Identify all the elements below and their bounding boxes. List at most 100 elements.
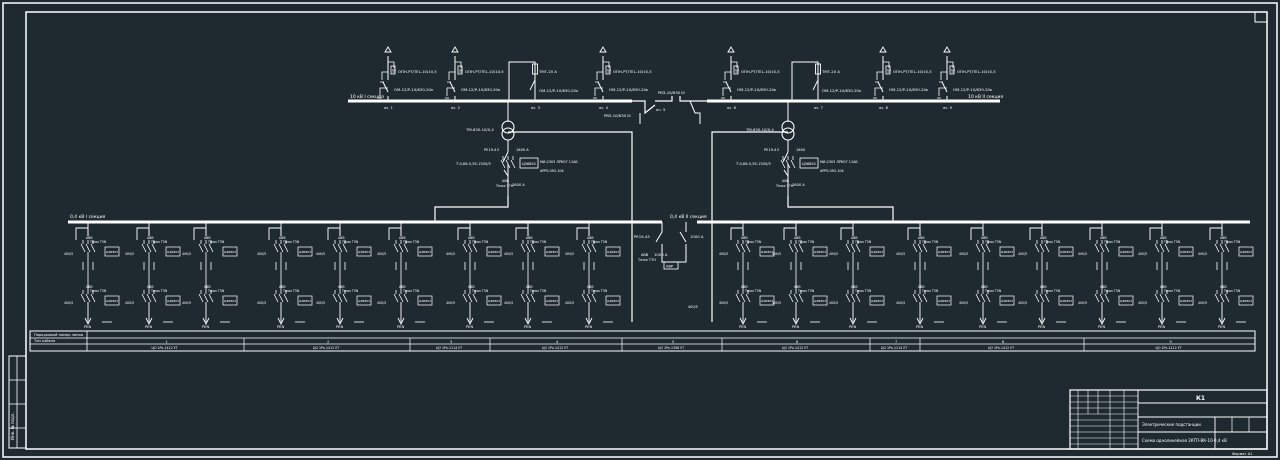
lv-pen-label: PEN (202, 325, 209, 329)
lv-meter-upper (544, 246, 560, 257)
lv-relay-label: Tmax T5N (282, 240, 300, 244)
lv-meter-label: ЦЭ6803 (1060, 299, 1072, 303)
lv-relay-label: Tmax T5N (529, 289, 547, 293)
lv-meter-upper (222, 246, 238, 257)
lv-ct-label: 400/5 (257, 301, 266, 305)
lv-relay-label: Tmax T5N (921, 240, 939, 244)
lv-meter-label: ЦЭ6803 (358, 299, 370, 303)
hv-feeder-top-label: ОПН-РТ/TEL-10/10,5 (465, 69, 504, 74)
transformer-winding-lv (501, 127, 515, 141)
meter-box (799, 157, 819, 169)
table-line-num: 6 (796, 340, 798, 344)
lv-pen-label: PEN (1098, 325, 1105, 329)
lv-meter-label: ЦЭ6803 (607, 250, 619, 254)
lv-auto-label: АВВ (204, 236, 211, 240)
lv-meter-lower (759, 295, 775, 306)
table-row1-label: Порядковый номер линии (34, 333, 84, 337)
lv-ct-label: 400/5 (316, 252, 325, 256)
lv-ct-label: 400/5 (125, 252, 134, 256)
lv-pen-label: PEN (277, 325, 284, 329)
auto-label: АВВ (782, 179, 790, 183)
hv-feeder: ОПН-РТ/TEL-10/10,5ОМ-12/Р-10/630-20кяч. … (937, 46, 996, 110)
breaker-label: РЕ19-43 (764, 148, 779, 152)
lv-meter-label: ЦЭ6803 (814, 250, 826, 254)
lv-auto-label: АВВ (526, 285, 533, 289)
lv-meter-upper (999, 246, 1015, 257)
lv-meter-lower (486, 295, 502, 306)
table-cable-type: ЦО 1Рк-1412 УТ (313, 346, 339, 350)
stamp-label: Инв. № подл. (10, 412, 15, 440)
lv-meter-upper (165, 246, 181, 257)
lv-meter-label: ЦЭ6803 (814, 299, 826, 303)
device2-label: АРРS.092.104 (820, 169, 844, 173)
tie-breaker-avr: АВР (666, 265, 674, 269)
lv-meter-upper (605, 246, 621, 257)
corner-box (1254, 11, 1268, 23)
lv-meter-label: ЦЭ6803 (546, 250, 558, 254)
breaker-label: РЕ19-43 (484, 148, 499, 152)
lv-ct-label: 400/5 (377, 252, 386, 256)
lv-relay-label: Tmax T5N (150, 289, 168, 293)
lv-meter-label: ЦЭ6803 (1240, 250, 1252, 254)
lv-relay-label: Tmax T5N (1223, 289, 1241, 293)
lv-auto-label: АВВ (86, 285, 93, 289)
lv-meter-label: ЦЭ6803 (871, 299, 883, 303)
title-code: К1 (1196, 395, 1205, 402)
lv-auto-label: АВВ (1220, 236, 1227, 240)
ct-label: Т-0,66-0,5S-1500/5 (735, 162, 771, 166)
lv-meter-label: ЦЭ6803 (546, 299, 558, 303)
hv-feeder-bottom-label: ОМ-12/Р-10/630-20к (609, 87, 649, 92)
ct-label: Т-0,66-0,5S-1500/5 (455, 162, 491, 166)
lv-relay-label: Tmax T5N (854, 240, 872, 244)
lv-auto-label: АВВ (741, 285, 748, 289)
lv-relay-label: Tmax T5N (207, 240, 225, 244)
lv-meter-label: ЦЭ6803 (1180, 250, 1192, 254)
lv-section1-label: 0,4 кВ I секция (70, 214, 106, 220)
lv-meter-label: ЦЭ6803 (1060, 250, 1072, 254)
table-line-num: 5 (672, 340, 674, 344)
hv-feeder-bottom-label: ОМ-12/Р-10/630-20к (539, 88, 579, 93)
lv-auto-label: АВВ (918, 285, 925, 289)
lv-relay-label: Tmax T5N (207, 289, 225, 293)
hv-feeders: ОПН-РТ/TEL-10/10,5ОМ-12/Р-10/630-20к яч. … (378, 46, 996, 110)
hv-feeder-num: яч. 7 (814, 106, 823, 110)
cable-table: Порядковый номер линии Тип кабеля 1ЦО 1Р… (29, 330, 1256, 352)
lv-meter-upper (1238, 246, 1254, 257)
title-main: Схема однолинейная 2КТП-ВК-10-0,4 кВ (1142, 438, 1227, 443)
lv-tie-breaker: РЕ19-43 1000 А 1000 А АВВ Tmax T7H АВР (634, 222, 704, 270)
out-label: 1600 А (512, 183, 525, 187)
lv-meter-label: ЦЭ6803 (607, 299, 619, 303)
lv-relay-label: Tmax T5N (1043, 240, 1061, 244)
lv-relay-label: Tmax T5N (854, 289, 872, 293)
lv-auto-label: АВВ (86, 236, 93, 240)
lv-auto-label: АВВ (587, 236, 594, 240)
transformer-name: ТМ-630-10/0,4 (465, 127, 494, 132)
lv-ct-label: 400/5 (64, 301, 73, 305)
table-line-num: 7 (895, 340, 897, 344)
lv-meter-lower (999, 295, 1015, 306)
lv-meter-upper (356, 246, 372, 257)
lv-relay-label: Tmax T5N (402, 289, 420, 293)
lv-pen-label: PEN (397, 325, 404, 329)
lv-pen-label: PEN (1218, 325, 1225, 329)
lv-ct-label: 400/5 (1018, 301, 1027, 305)
lv-relay-label: Tmax T5N (1163, 240, 1181, 244)
lv-relay-label: Tmax T5N (744, 289, 762, 293)
hv-feeder-top-label: ОПН-РТ/TEL-10/10,5 (613, 69, 652, 74)
lv-meter-label: ЦЭ6803 (224, 250, 236, 254)
hv-feeder: ОПН-РТ/TEL-10/10,5ОМ-12/Р-10/630-20кяч. … (378, 46, 437, 110)
lv-pen-label: PEN (145, 325, 152, 329)
tr1-lv-link (434, 196, 509, 222)
lv-meter-lower (165, 295, 181, 306)
lv-ct-label: 400/5 (829, 252, 838, 256)
